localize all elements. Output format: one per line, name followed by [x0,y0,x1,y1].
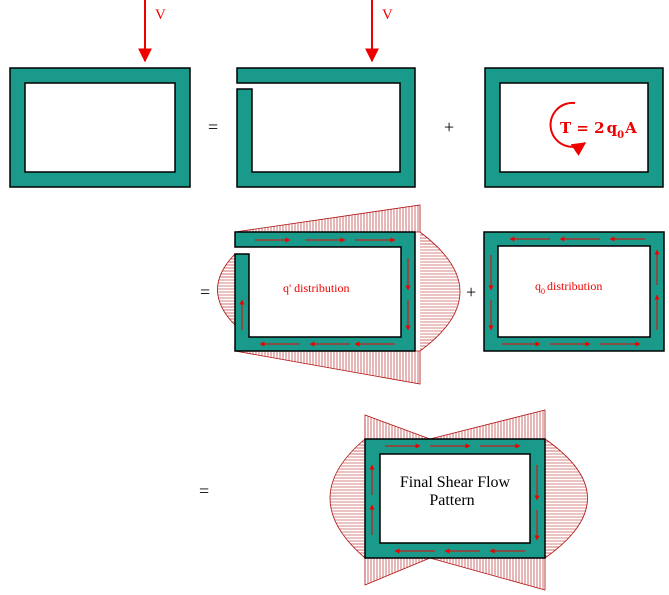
q-prime-open-box [234,231,416,352]
q-prime-flow-arrows [239,237,411,347]
equals-sign-2: = [200,282,210,302]
plus-sign-2: + [466,282,476,302]
final-section-box [364,438,546,559]
equals-sign-1: = [208,117,218,137]
open-section-box [236,67,416,188]
torque-rotation-arrow-icon [549,101,587,156]
q-prime-distribution-hatching [217,204,461,385]
load-label-mid: V [382,7,393,23]
equals-sign-3: = [199,481,209,501]
final-flow-arrows [369,443,540,554]
q-prime-label: q' distribution [283,281,350,295]
q0-distribution-box [483,231,665,352]
closed-section-box [9,67,191,188]
q0-flow-arrows [488,236,660,347]
final-label-line1: Final Shear Flow [400,474,511,491]
load-label-left: V [155,7,166,23]
torque-section-box [484,67,664,188]
final-label-line2: Pattern [429,492,474,509]
final-distribution-hatching [329,409,588,591]
plus-sign-1: + [444,117,454,137]
